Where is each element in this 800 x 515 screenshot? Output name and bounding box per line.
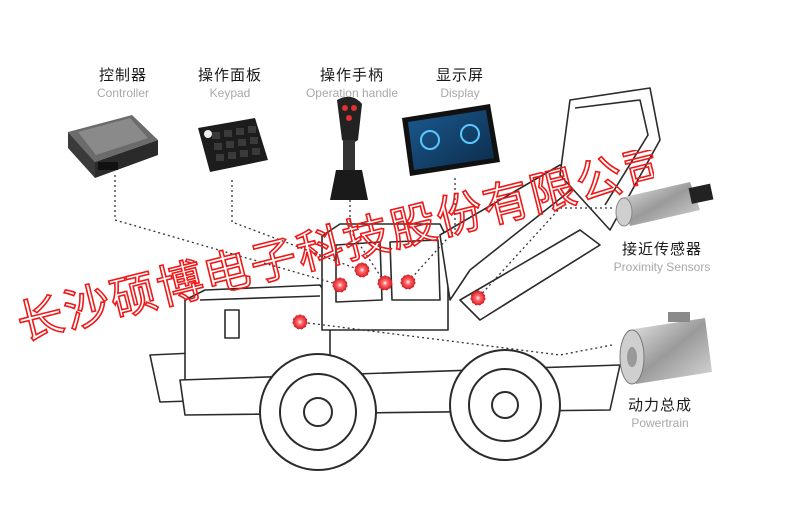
label-handle-en: Operation handle xyxy=(305,86,399,100)
controller-image xyxy=(68,115,158,178)
label-sensor-en: Proximity Sensors xyxy=(613,260,711,274)
label-sensor-cn: 接近传感器 xyxy=(621,240,702,258)
label-keypad: 操作面板 Keypad xyxy=(182,64,278,100)
label-powertrain-en: Powertrain xyxy=(631,416,689,430)
label-controller-cn: 控制器 xyxy=(98,66,147,84)
label-powertrain-cn: 动力总成 xyxy=(627,396,692,414)
display-image xyxy=(402,104,500,176)
rear-wheel xyxy=(259,353,377,471)
label-sensor: 接近传感器 Proximity Sensors xyxy=(596,238,728,274)
marker-display xyxy=(400,274,416,290)
markers xyxy=(292,262,486,330)
label-display: 显示屏 Display xyxy=(420,64,500,100)
marker-sensor xyxy=(470,290,486,306)
label-handle: 操作手柄 Operation handle xyxy=(290,64,414,100)
label-display-en: Display xyxy=(440,86,480,100)
marker-powertrain xyxy=(292,314,308,330)
label-display-cn: 显示屏 xyxy=(435,66,484,84)
label-handle-cn: 操作手柄 xyxy=(319,66,384,84)
label-controller-en: Controller xyxy=(96,86,150,100)
handle-image xyxy=(330,96,368,200)
marker-handle xyxy=(377,275,393,291)
front-wheel xyxy=(449,349,561,461)
powertrain-image xyxy=(619,312,712,385)
leader-lines xyxy=(114,175,613,356)
label-powertrain: 动力总成 Powertrain xyxy=(612,394,708,430)
marker-keypad xyxy=(354,262,370,278)
label-keypad-cn: 操作面板 xyxy=(197,66,262,84)
marker-controller xyxy=(332,277,348,293)
keypad-image xyxy=(198,118,268,172)
label-controller: 控制器 Controller xyxy=(78,64,168,100)
sensor-image xyxy=(615,182,714,227)
label-keypad-en: Keypad xyxy=(209,86,251,100)
